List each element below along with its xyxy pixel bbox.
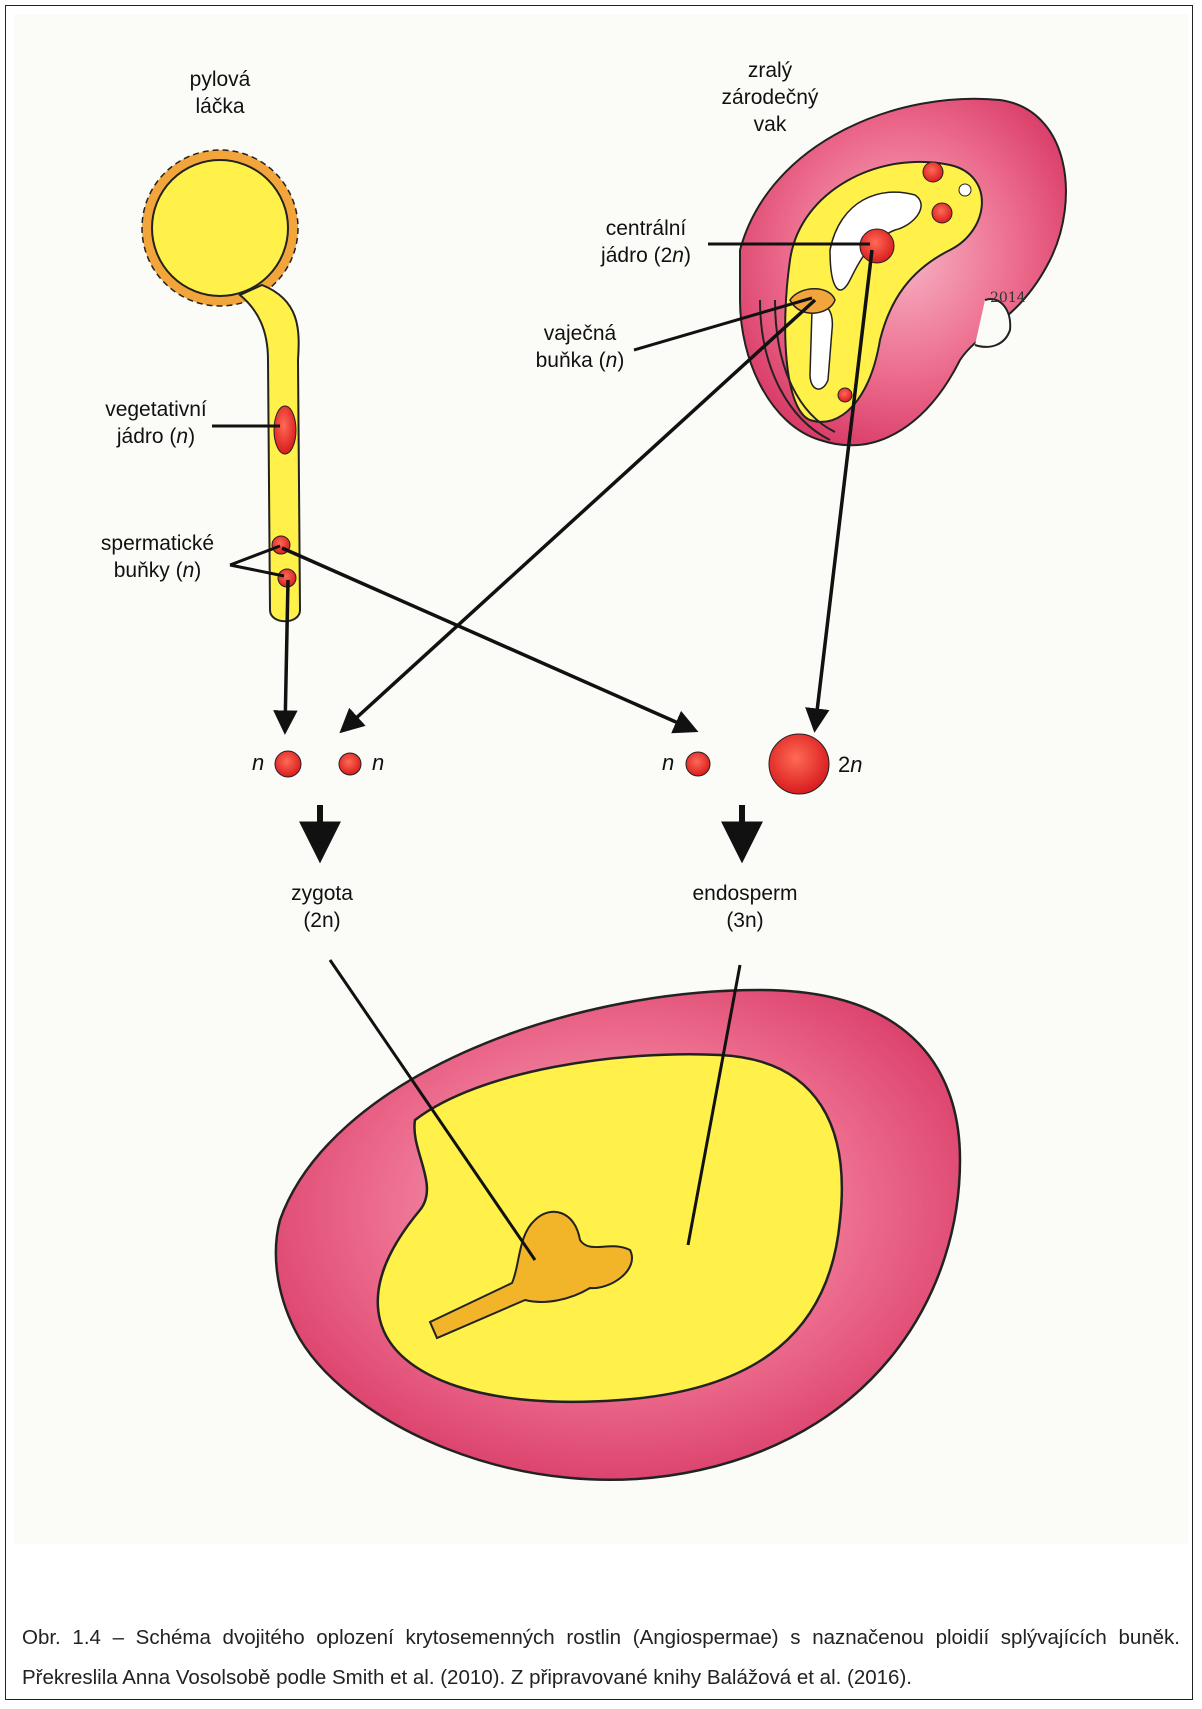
endosperm-ploidy: (3n) xyxy=(680,907,810,934)
egg-cell-label: vaječná buňka (n) xyxy=(530,320,630,374)
sperm-nucleus-b xyxy=(686,752,710,776)
central-nucleus-label: centrální jádro (2n) xyxy=(586,215,706,269)
seed xyxy=(276,990,960,1480)
sperm-cells-label: spermatické buňky (n) xyxy=(90,530,225,584)
central-nucleus xyxy=(860,229,894,263)
pollen-grain xyxy=(152,160,288,296)
egg-nucleus xyxy=(339,753,361,775)
ploidy-n-sperm-b: n xyxy=(662,750,674,776)
central-nucleus-2n xyxy=(769,734,829,794)
ploidy-2n-central: 2n xyxy=(838,752,863,778)
figure-caption: Obr. 1.4 – Schéma dvojitého oplození kry… xyxy=(22,1618,1180,1698)
artist-signature: 2014 xyxy=(990,290,1026,306)
ploidy-n-sperm-a: n xyxy=(252,750,264,776)
sperm-nucleus-a xyxy=(275,751,301,777)
embryo-sac xyxy=(740,99,1066,445)
ploidy-n-egg: n xyxy=(372,750,384,776)
zygote-ploidy: (2n) xyxy=(262,907,382,934)
vegetative-nucleus xyxy=(274,406,296,454)
arrow-sperm-to-endosperm xyxy=(282,548,694,730)
endosperm-label: endosperm (3n) xyxy=(680,880,810,934)
zygote-label: zygota (2n) xyxy=(262,880,382,934)
vegetative-nucleus-label: vegetativní jádro (n) xyxy=(92,396,220,450)
endosperm-tissue xyxy=(378,1054,842,1402)
